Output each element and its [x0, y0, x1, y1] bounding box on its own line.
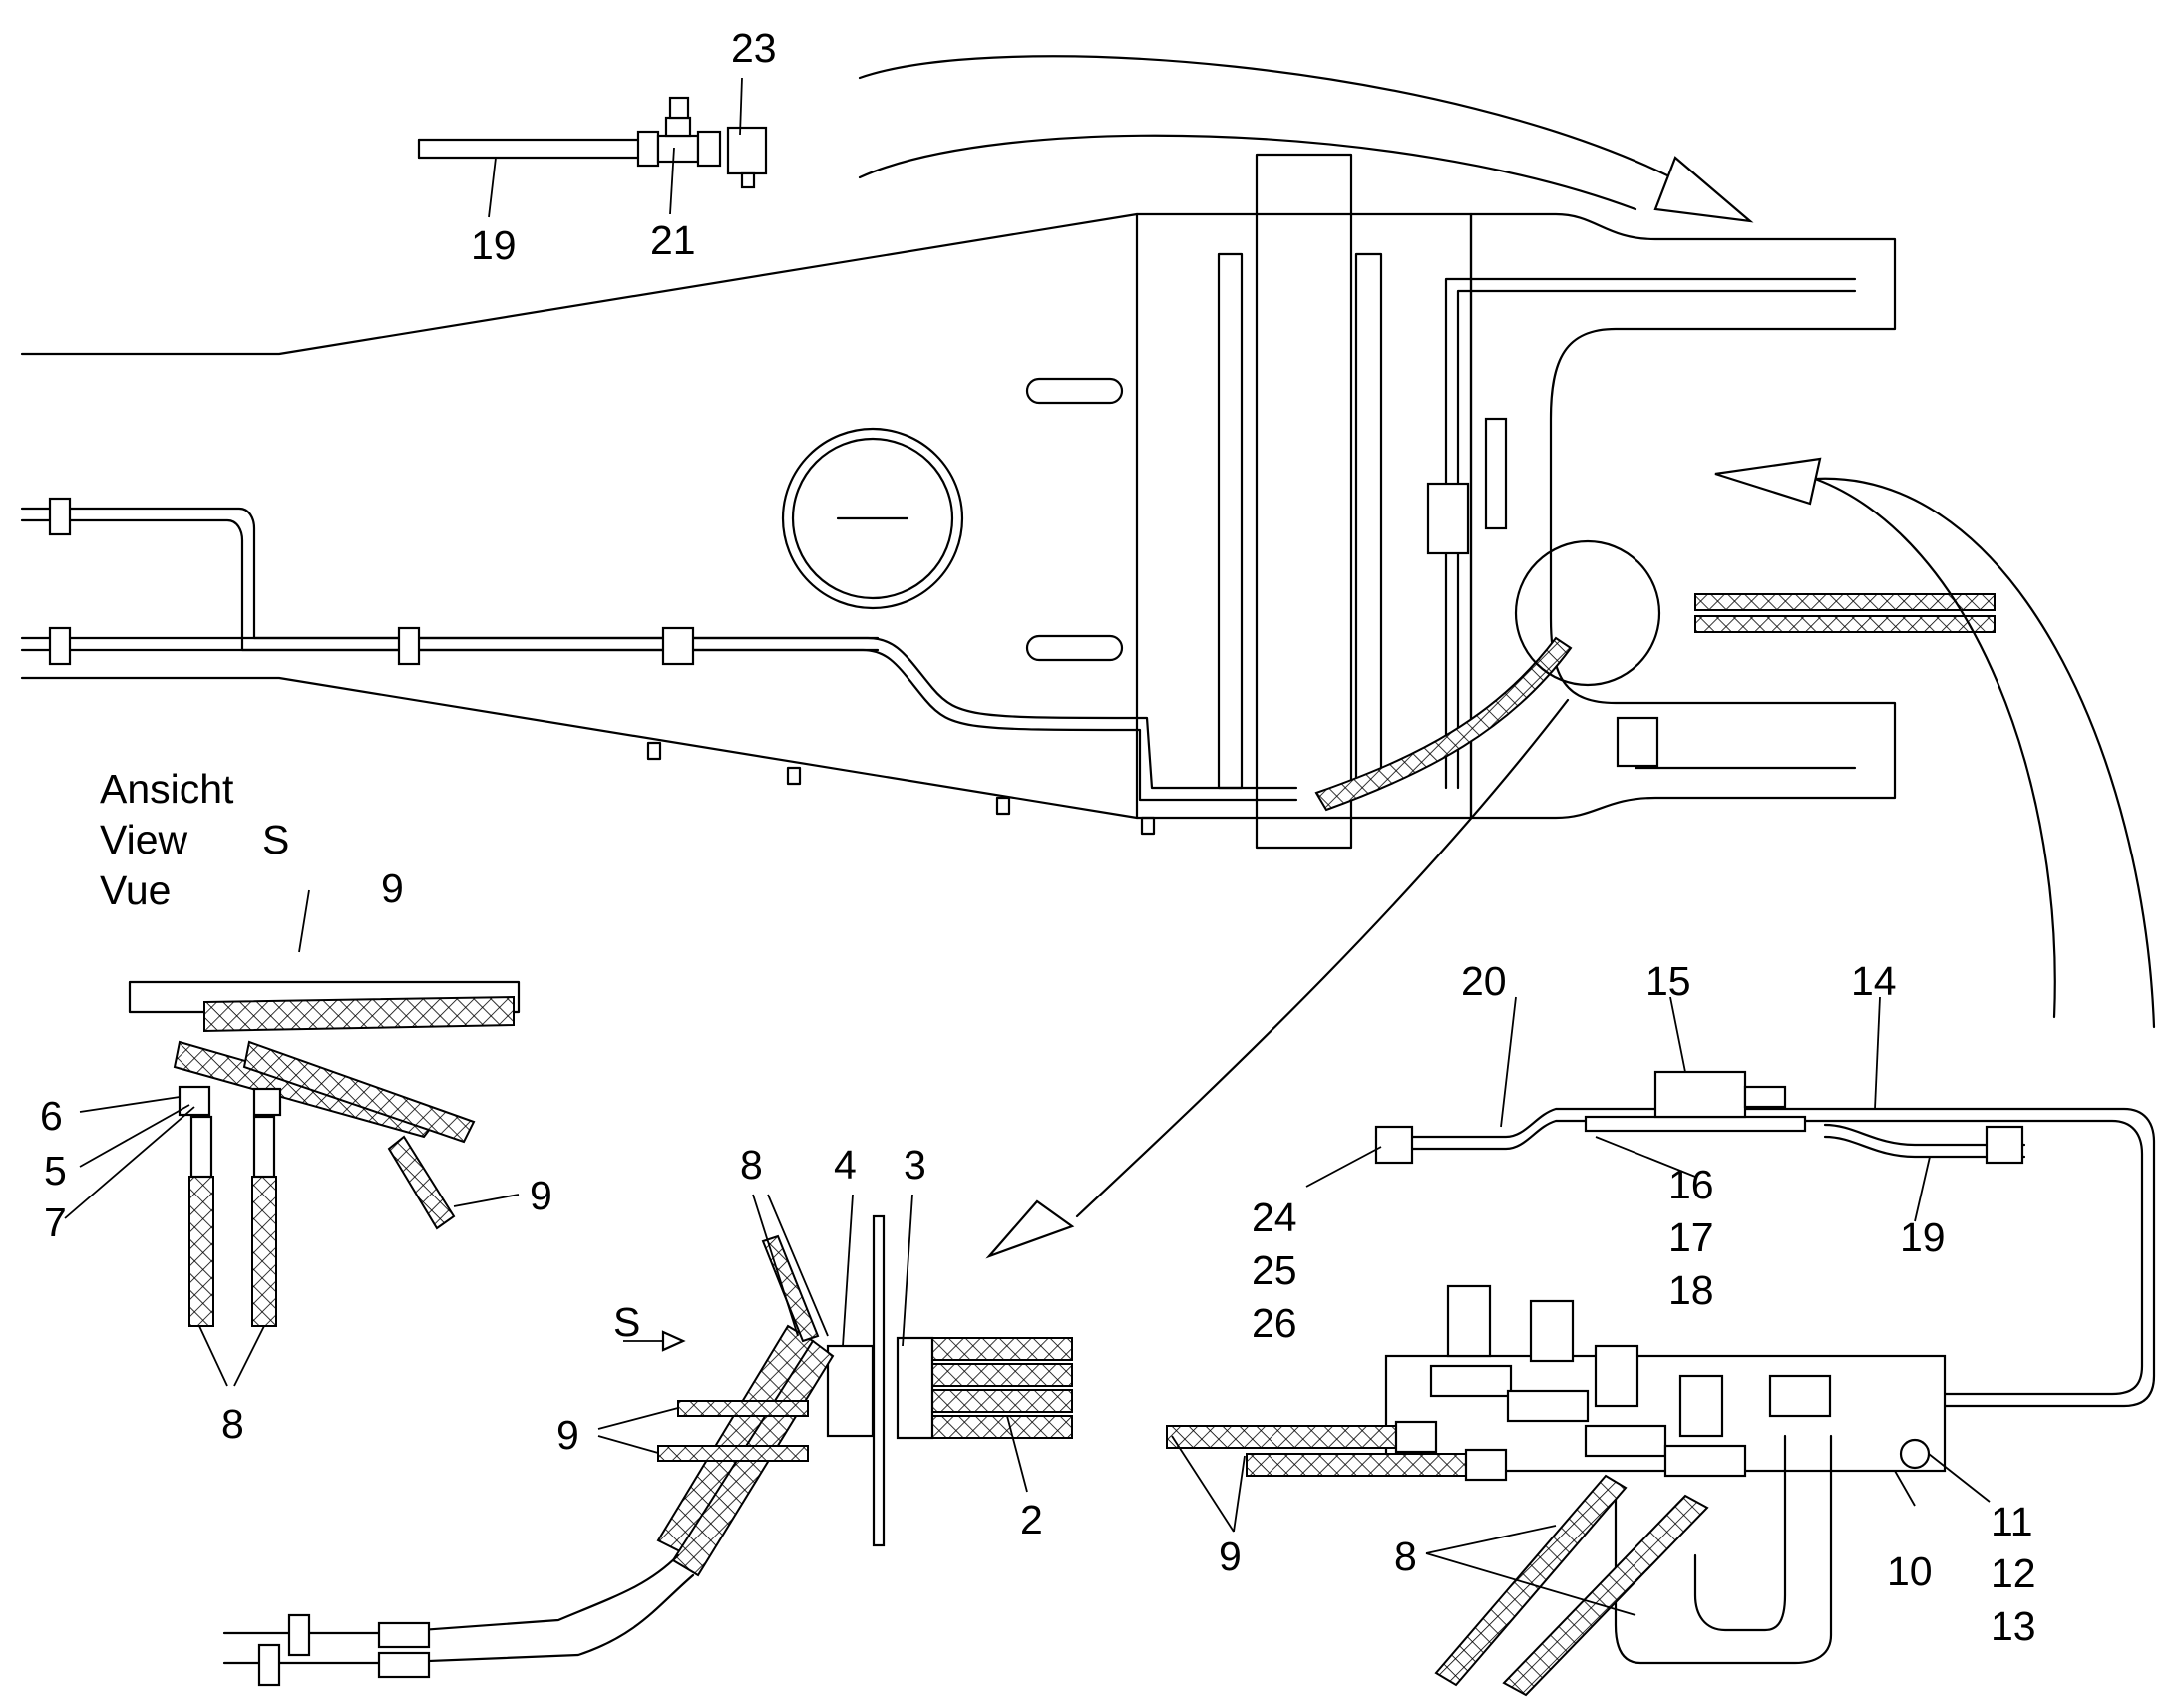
callout-24: 24: [1252, 1195, 1297, 1240]
manifold-detail: [1166, 1070, 2156, 1697]
callout-10: 10: [1887, 1548, 1933, 1594]
callout-5: 5: [44, 1148, 67, 1194]
callout-9-view-top: 9: [381, 865, 404, 911]
leader-lines: [64, 77, 1991, 1616]
callout-25: 25: [1252, 1247, 1297, 1293]
callout-19-top: 19: [471, 222, 517, 268]
flow-arrows: [858, 55, 2156, 1259]
callout-labels: 19 21 23 9 6 5 7 9 8 8 4 3 9 2 20 15 14 …: [40, 25, 2036, 1649]
callout-11: 11: [1991, 1499, 2033, 1544]
view-s-detail: [128, 980, 521, 1327]
callout-7: 7: [44, 1199, 67, 1245]
caption-view: View: [100, 817, 188, 862]
callout-2: 2: [1020, 1497, 1043, 1542]
callout-9-block: 9: [1219, 1534, 1242, 1579]
caption-view-letter: S: [262, 817, 289, 862]
callout-3: 3: [904, 1142, 926, 1188]
callout-8-detail: 8: [740, 1142, 763, 1188]
top-fitting-detail: [417, 96, 768, 189]
callout-19-block: 19: [1900, 1214, 1946, 1260]
callout-14: 14: [1851, 958, 1897, 1004]
callout-9-view-right: 9: [530, 1173, 552, 1218]
caption-ansicht: Ansicht: [100, 766, 234, 812]
callout-8-block: 8: [1394, 1534, 1417, 1579]
caption-vue: Vue: [100, 867, 171, 913]
callout-16: 16: [1668, 1162, 1714, 1207]
frame-top-view: [20, 153, 1996, 850]
callout-12: 12: [1991, 1550, 2036, 1596]
callout-15: 15: [1645, 958, 1691, 1004]
callout-8-view: 8: [221, 1401, 244, 1447]
callout-20: 20: [1461, 958, 1507, 1004]
callout-4: 4: [834, 1142, 857, 1188]
callout-13: 13: [1991, 1603, 2036, 1649]
section-marker-s: S: [613, 1299, 640, 1345]
callout-18: 18: [1668, 1267, 1714, 1313]
section-s-arrow: [661, 1330, 686, 1352]
callout-21: 21: [650, 217, 696, 263]
callout-9-detail: 9: [556, 1412, 579, 1458]
fitting-bulkhead-detail: [222, 1214, 1073, 1687]
callout-17: 17: [1668, 1214, 1714, 1260]
callout-23: 23: [731, 25, 777, 71]
view-s-caption: Ansicht View Vue S: [100, 766, 289, 913]
callout-6: 6: [40, 1093, 63, 1139]
callout-26: 26: [1252, 1300, 1297, 1346]
